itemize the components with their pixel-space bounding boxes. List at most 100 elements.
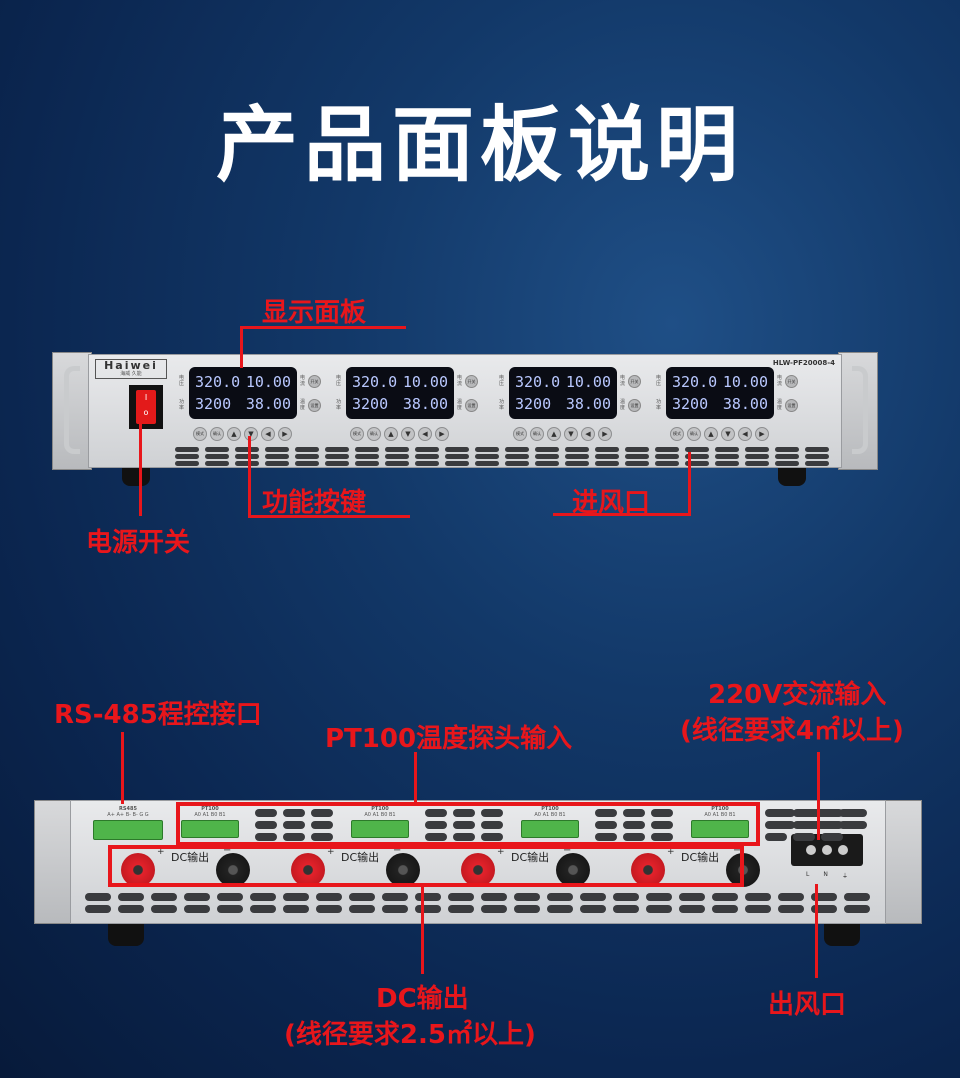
rs485-port[interactable]: RS485 A+ A+ B- B- G G [93, 806, 163, 840]
right-handle [852, 366, 868, 454]
dc-negative-terminal[interactable] [216, 853, 250, 887]
front-vent [205, 454, 229, 459]
rear-vent [283, 821, 305, 829]
function-key[interactable]: 模式 [350, 427, 364, 441]
function-key[interactable]: ▶ [755, 427, 769, 441]
dc-positive-terminal[interactable] [121, 853, 155, 887]
function-key[interactable]: ▼ [721, 427, 735, 441]
front-vent [445, 447, 469, 452]
line [815, 884, 818, 978]
function-key[interactable]: ▲ [704, 427, 718, 441]
switch-button[interactable]: 开关 [628, 375, 641, 388]
function-key[interactable]: ▼ [564, 427, 578, 441]
function-key[interactable]: 确认 [210, 427, 224, 441]
function-key[interactable]: ▲ [227, 427, 241, 441]
dc-positive-terminal[interactable] [461, 853, 495, 887]
front-vent [475, 454, 499, 459]
function-key[interactable]: ▲ [547, 427, 561, 441]
front-vent [595, 454, 619, 459]
brand-sub: 海威 久能 [120, 371, 142, 377]
dc-positive-terminal[interactable] [631, 853, 665, 887]
dc-output-label: DC输出 [341, 851, 380, 864]
function-key[interactable]: ▲ [384, 427, 398, 441]
function-key[interactable]: 确认 [530, 427, 544, 441]
function-key[interactable]: ▼ [244, 427, 258, 441]
function-key[interactable]: ◀ [581, 427, 595, 441]
set-button[interactable]: 设置 [628, 399, 641, 412]
power-label: 功率 [499, 399, 505, 411]
dc-positive-terminal[interactable] [291, 853, 325, 887]
function-key[interactable]: ▶ [435, 427, 449, 441]
temp-label: 温度 [620, 399, 626, 411]
power-label: 功率 [179, 399, 185, 411]
voltage-readout: 320.0 [352, 373, 398, 391]
front-vent [505, 461, 529, 466]
line [421, 884, 424, 974]
label-dc-output: DC输出 [376, 984, 469, 1014]
function-key[interactable]: ▶ [598, 427, 612, 441]
rear-vent [316, 905, 342, 913]
function-key[interactable]: ▶ [278, 427, 292, 441]
pt100-connector [181, 820, 239, 838]
rear-vent [425, 821, 447, 829]
dc-negative-terminal[interactable] [386, 853, 420, 887]
voltage-label: 电压 [179, 375, 185, 387]
rs485-pins: A+ A+ B- B- G G [107, 812, 149, 818]
temp-label: 温度 [300, 399, 306, 411]
set-button[interactable]: 设置 [785, 399, 798, 412]
function-key[interactable]: 模式 [193, 427, 207, 441]
front-vent [655, 447, 679, 452]
rear-vent [316, 893, 342, 901]
function-key[interactable]: ◀ [261, 427, 275, 441]
function-key[interactable]: ◀ [418, 427, 432, 441]
set-button[interactable]: 设置 [308, 399, 321, 412]
front-vent [595, 461, 619, 466]
function-key[interactable]: ◀ [738, 427, 752, 441]
set-button[interactable]: 设置 [465, 399, 478, 412]
rear-vent [745, 893, 771, 901]
temperature-readout: 38.00 [402, 395, 448, 413]
power-label: 功率 [656, 399, 662, 411]
rear-vent [118, 893, 144, 901]
rear-vent [767, 809, 795, 817]
rear-vent [382, 893, 408, 901]
voltage-label: 电压 [499, 375, 505, 387]
switch-button[interactable]: 开关 [785, 375, 798, 388]
function-key[interactable]: 确认 [687, 427, 701, 441]
pt100-pins: A0 A1 B0 B1 [704, 812, 736, 818]
label-ac-input: 220V交流输入 [708, 680, 887, 710]
dc-output-label: DC输出 [171, 851, 210, 864]
dc-output-label: DC输出 [681, 851, 720, 864]
rear-vent [255, 809, 277, 817]
function-key[interactable]: ▼ [401, 427, 415, 441]
rear-vent [623, 833, 645, 841]
rear-vent [623, 821, 645, 829]
temp-label: 温度 [457, 399, 463, 411]
rear-vent [646, 905, 672, 913]
rear-vent [844, 893, 870, 901]
dc-output-label: DC输出 [511, 851, 550, 864]
function-keys: 模式确认▲▼◀▶ [513, 427, 612, 441]
function-key[interactable]: 模式 [513, 427, 527, 441]
model-number: HLW-PF20008-4 [772, 359, 835, 367]
front-vent [325, 461, 349, 466]
switch-button[interactable]: 开关 [308, 375, 321, 388]
front-foot-left [122, 468, 150, 486]
function-key[interactable]: 模式 [670, 427, 684, 441]
function-key[interactable]: 确认 [367, 427, 381, 441]
rear-vent [613, 905, 639, 913]
switch-button[interactable]: 开关 [465, 375, 478, 388]
front-vent [325, 447, 349, 452]
rear-vent [481, 821, 503, 829]
dc-negative-terminal[interactable] [556, 853, 590, 887]
rear-vent [448, 893, 474, 901]
